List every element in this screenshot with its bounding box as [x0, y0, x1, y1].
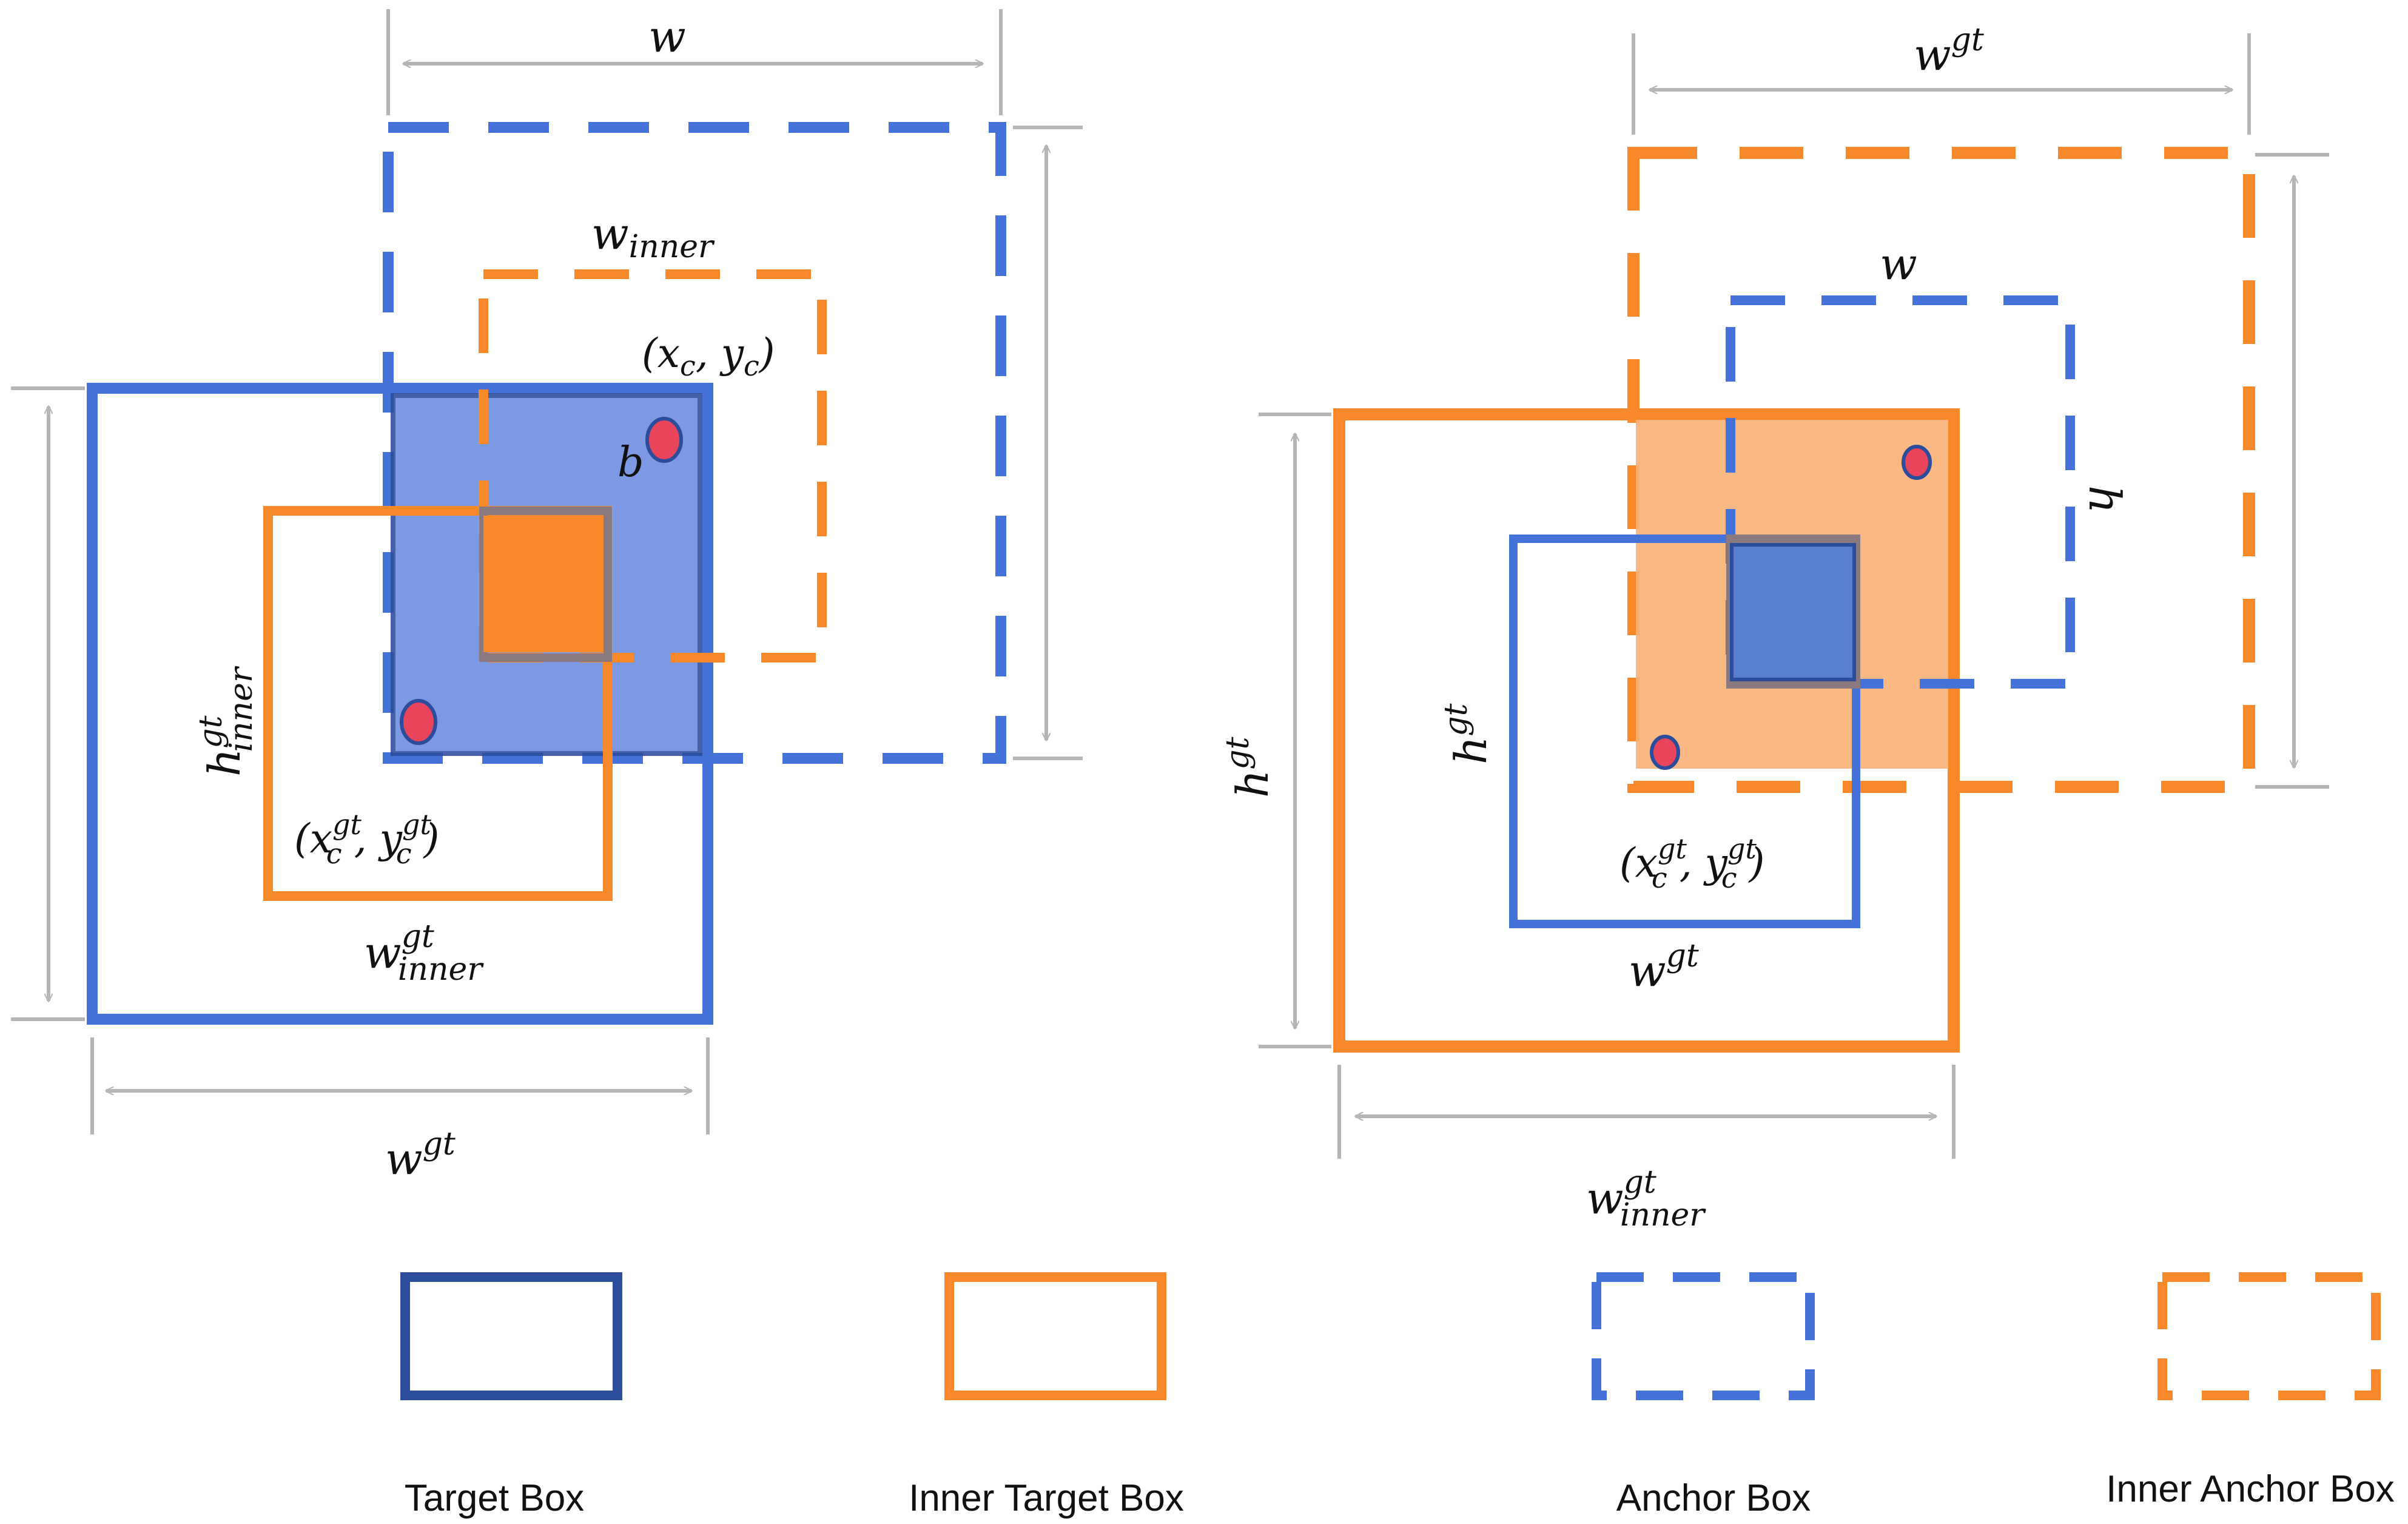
legend-target-box-swatch	[400, 1272, 622, 1400]
left-inner-target-box	[263, 506, 613, 901]
legend-inner-target-box-label: Inner Target Box	[909, 1477, 1184, 1519]
left-xc-yc-label: (xc, yc)	[642, 330, 775, 382]
left-w-label: w	[648, 11, 686, 62]
right-w-gt-label: wgt	[1914, 22, 1984, 80]
legend-anchor-box-label: Anchor Box	[1616, 1477, 1811, 1519]
right-h-gt-inner-label: hgt	[1438, 703, 1496, 764]
right-w-label: w	[1880, 238, 1917, 289]
legend-anchor-box-swatch	[1592, 1272, 1815, 1400]
right-h-label: h	[2079, 485, 2130, 513]
legend-target-box-label: Target Box	[405, 1477, 584, 1519]
legend: Target Box Inner Target Box Anchor Box I…	[400, 1272, 2395, 1519]
right-inner-solid-box	[1509, 534, 1860, 928]
left-w-inner-label: winner	[591, 208, 715, 265]
left-anchor-box	[383, 122, 1006, 764]
legend-inner-target-box-swatch	[944, 1272, 1166, 1400]
right-outer-box	[1333, 408, 1960, 1053]
left-target-box	[87, 383, 713, 1025]
left-h-inner-gt-label: hgtinner	[193, 666, 260, 777]
right-outer-anchor-box	[1627, 147, 2255, 793]
left-anchor-center-dot	[645, 417, 683, 463]
left-b-label: b	[617, 439, 644, 487]
right-w-gt-lower-label: wgt	[1629, 938, 1699, 996]
left-w-gt-label: wgt	[385, 1126, 456, 1184]
left-inner-intersection-square	[483, 516, 604, 652]
right-inner-intersection-square	[1730, 543, 1856, 681]
legend-inner-anchor-box-swatch	[2157, 1272, 2381, 1400]
left-target-center-dot	[400, 699, 437, 745]
legend-inner-anchor-box-label: Inner Anchor Box	[2106, 1468, 2395, 1510]
right-target-center-dot	[1650, 735, 1680, 770]
right-h-gt-outer-label: hgt	[1220, 737, 1278, 798]
right-anchor-center-dot	[1902, 445, 1932, 480]
